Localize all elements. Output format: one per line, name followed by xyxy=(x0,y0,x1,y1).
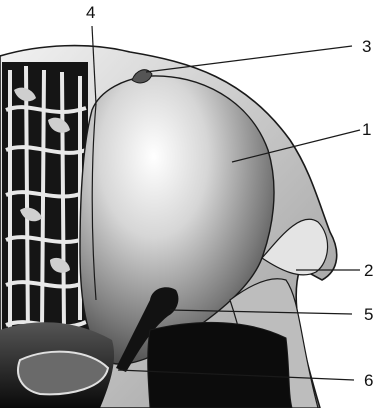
label-5: 5 xyxy=(364,305,373,324)
label-4: 4 xyxy=(86,3,95,22)
middle-meatus xyxy=(148,322,292,408)
label-6: 6 xyxy=(364,371,373,390)
ethmoid-cells xyxy=(2,62,88,362)
label-2: 2 xyxy=(364,261,373,280)
label-1: 1 xyxy=(362,120,371,139)
label-3: 3 xyxy=(362,37,371,56)
leader-3 xyxy=(146,46,352,72)
